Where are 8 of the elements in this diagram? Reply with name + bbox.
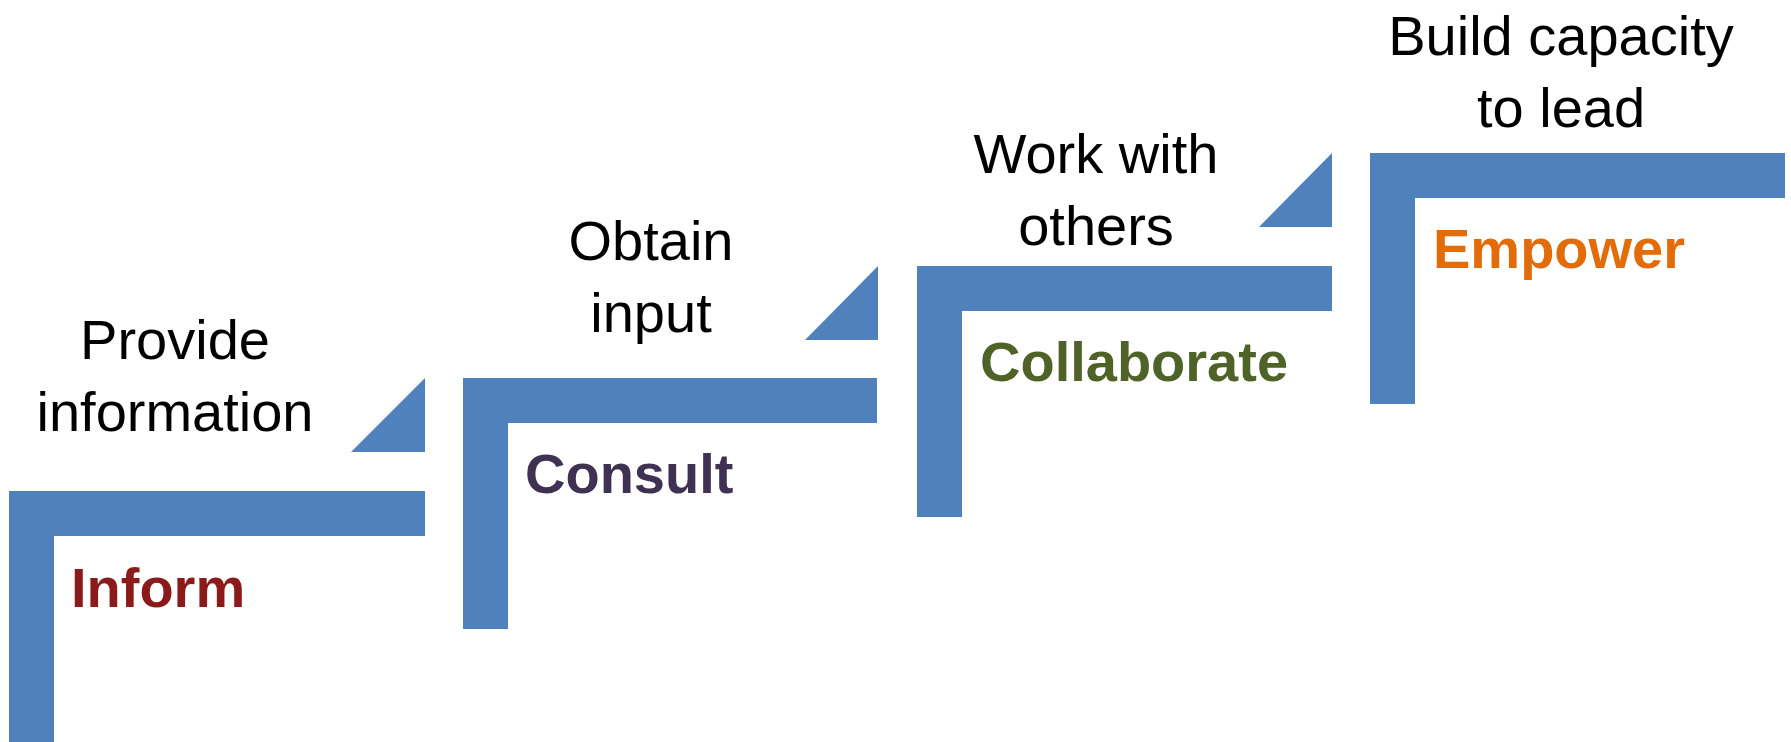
step-label: Inform [71, 556, 246, 620]
step-description: Work with others [972, 121, 1220, 259]
step-description: Build capacity to lead [1387, 3, 1735, 141]
step-description: Provide information [35, 307, 315, 445]
step-description: Obtain input [567, 208, 735, 346]
step-label: Empower [1433, 217, 1686, 281]
step-label: Collaborate [980, 330, 1289, 394]
step-label: Consult [525, 442, 734, 506]
